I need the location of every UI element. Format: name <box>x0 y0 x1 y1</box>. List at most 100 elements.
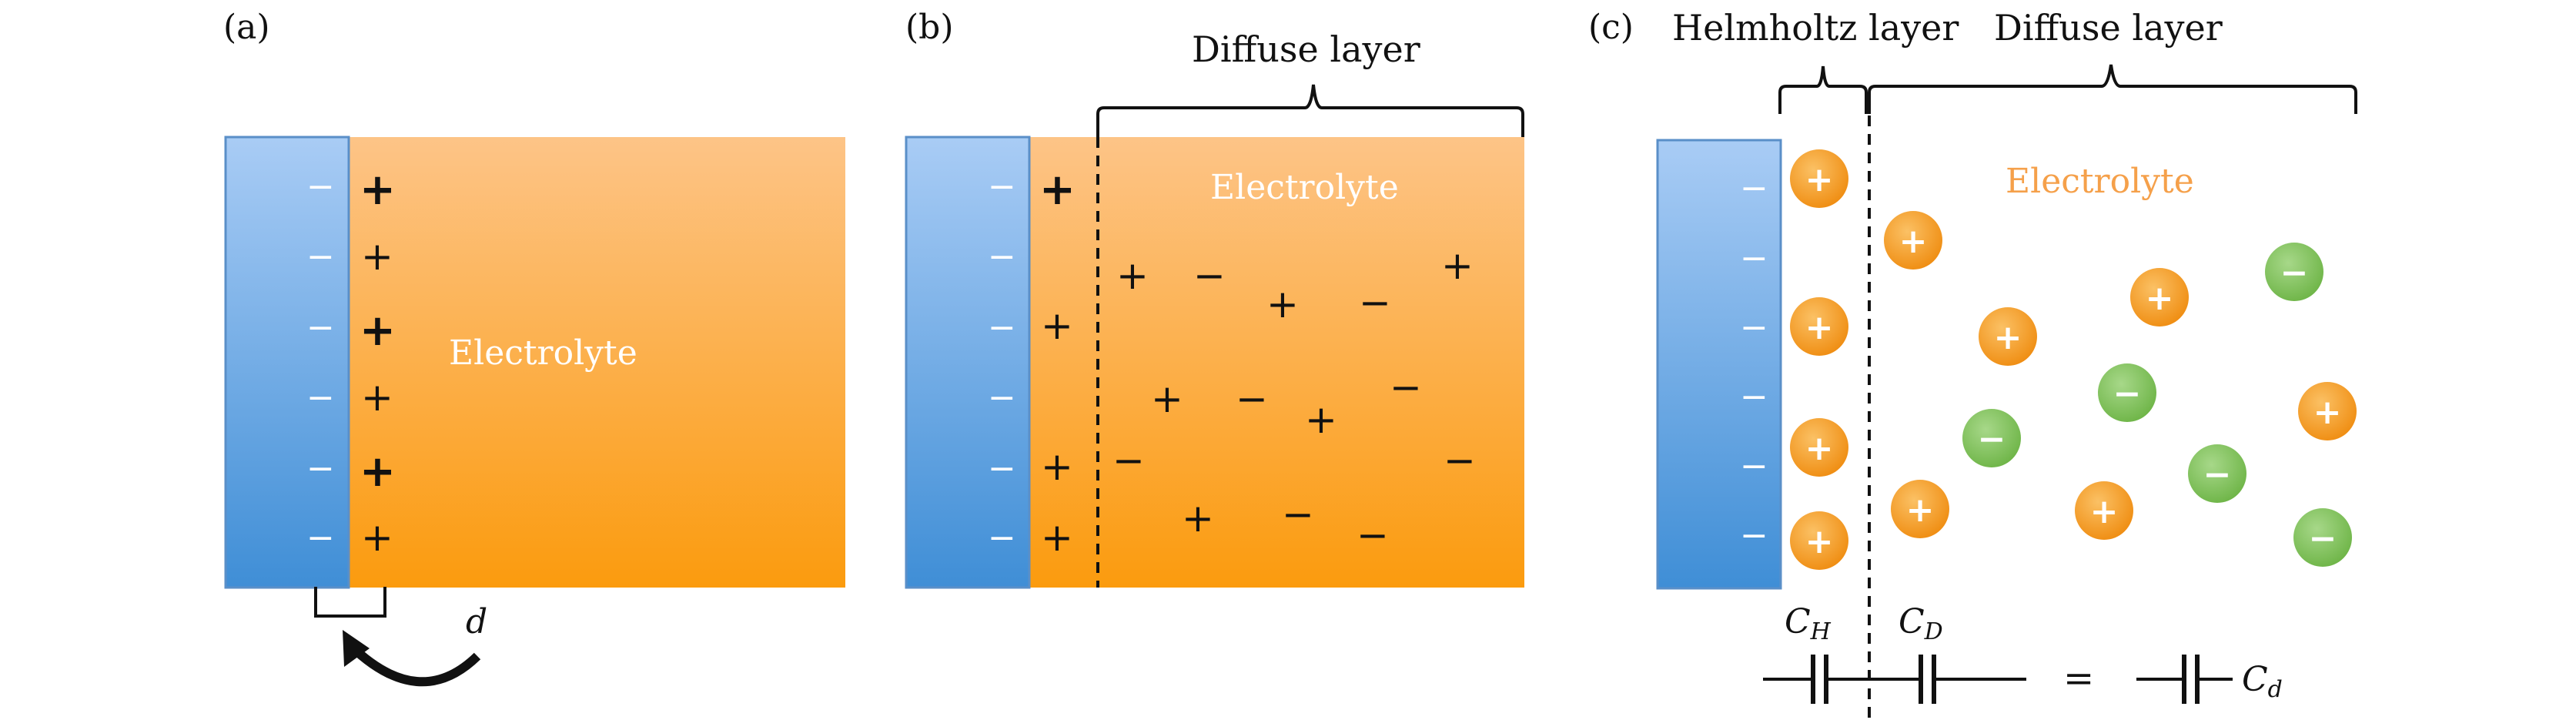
electrode-minus: − <box>988 449 1016 488</box>
electrode <box>1656 139 1782 590</box>
electrode-minus: − <box>988 378 1016 417</box>
electrolyte-label: Electrolyte <box>1210 168 1399 207</box>
electrode-minus: − <box>306 167 335 206</box>
cation-ion: + <box>1790 297 1848 356</box>
distance-bracket <box>314 587 386 618</box>
anion-minus: − <box>1357 513 1389 558</box>
helmholtz-layer-brace <box>1778 65 1868 114</box>
cation-plus: + <box>1441 243 1474 288</box>
cation-ion: + <box>1979 307 2037 366</box>
counter-ions-a: + + + + + + <box>360 165 396 560</box>
cation-plus: + <box>1182 496 1214 541</box>
electrode-charges-b: − − − − − − <box>988 167 1016 558</box>
electrolyte-region <box>349 137 845 588</box>
panel-b-label: (b) <box>905 8 954 47</box>
cation-plus: + <box>1994 318 2022 357</box>
electrode-charges-a: − − − − − − <box>306 167 335 558</box>
panel-a: (a) Electrolyte − − − − − − + + + + + + … <box>223 8 845 687</box>
electrode-minus: − <box>1740 377 1768 417</box>
anion-ion: − <box>2265 243 2323 301</box>
anion-minus: − <box>1390 365 1422 410</box>
distance-symbol: d <box>466 602 487 641</box>
ch-label: CH <box>1785 602 1832 645</box>
cation-plus: + <box>1041 444 1073 489</box>
cation-plus: + <box>360 447 396 497</box>
cation-plus: + <box>1805 308 1834 347</box>
cation-ion: + <box>2298 382 2357 440</box>
diffuse-layer-label: Diffuse layer <box>1994 7 2223 49</box>
counter-ions-b: + + + + <box>1039 165 1076 560</box>
electrolyte-label: Electrolyte <box>449 333 637 373</box>
electrode-minus: − <box>306 308 335 347</box>
electrode-minus: − <box>988 167 1016 206</box>
cd-label: CD <box>1899 602 1943 645</box>
cation-plus: + <box>1041 515 1073 560</box>
cation-plus: + <box>1805 522 1834 561</box>
cation-plus: + <box>1116 253 1149 298</box>
electrode <box>905 136 1031 589</box>
cation-plus: + <box>361 515 393 560</box>
cation-ion: + <box>1790 418 1848 477</box>
cations-c: + + + + + + + <box>1790 149 2357 570</box>
electrode-minus: − <box>1740 169 1768 208</box>
c-total-label: Cd <box>2242 660 2283 703</box>
electrolyte-label: Electrolyte <box>2006 162 2194 201</box>
cation-plus: + <box>1906 491 1935 530</box>
anion-minus: − <box>1444 438 1476 483</box>
helmholtz-layer-label: Helmholtz layer <box>1672 7 1959 49</box>
cation-plus: + <box>2146 279 2174 318</box>
anion-minus: − <box>2280 253 2309 293</box>
cation-plus: + <box>360 165 396 215</box>
electrode-minus: − <box>306 518 335 558</box>
equivalent-circuit: CH CD = Cd <box>1763 602 2283 704</box>
cation-plus: + <box>1039 165 1076 215</box>
cation-plus: + <box>1805 160 1834 199</box>
diffuse-layer-label: Diffuse layer <box>1192 28 1420 70</box>
cation-plus: + <box>2090 492 2119 531</box>
curved-arrow <box>346 641 481 687</box>
diffuse-layer-brace <box>1868 64 2357 114</box>
cation-ion: + <box>2130 268 2189 327</box>
electrode <box>224 136 350 589</box>
cation-ion: + <box>1790 149 1848 208</box>
cation-ion: + <box>2075 481 2133 540</box>
electrode-minus: − <box>988 518 1016 558</box>
anion-minus: − <box>1978 420 2006 459</box>
electrode-minus: − <box>306 378 335 417</box>
electrode-charges-c: − − − − − − <box>1740 169 1768 555</box>
cation-plus: + <box>361 234 393 279</box>
cation-plus: + <box>1805 429 1834 468</box>
anion-minus: − <box>1359 280 1391 325</box>
panel-c-label: (c) <box>1588 8 1634 47</box>
cation-ion: + <box>1790 511 1848 570</box>
panel-a-label: (a) <box>223 8 270 47</box>
panel-b: (b) Diffuse layer Electrolyte − − − − − … <box>905 8 1524 589</box>
electrode-minus: − <box>1740 447 1768 486</box>
cation-plus: + <box>1151 377 1183 421</box>
anion-minus: − <box>1193 253 1226 298</box>
diffuse-layer-brace <box>1096 84 1524 137</box>
diffuse-ions-b: + − + − + + − + − − − + − − <box>1112 243 1476 558</box>
anion-ion: − <box>1962 409 2021 467</box>
cation-plus: + <box>361 375 393 420</box>
cation-plus: + <box>1041 303 1073 348</box>
cation-plus: + <box>360 306 396 356</box>
anion-ion: − <box>2293 508 2352 567</box>
electrolyte-region <box>1029 137 1524 588</box>
anion-minus: − <box>1112 438 1145 483</box>
electrode-minus: − <box>988 237 1016 276</box>
cation-plus: + <box>1305 397 1337 442</box>
electrode-minus: − <box>306 449 335 488</box>
electrode-minus: − <box>1740 308 1768 347</box>
anion-minus: − <box>2113 374 2142 414</box>
arrow-head-icon <box>343 630 370 667</box>
cation-plus: + <box>1899 222 1928 261</box>
electrode-minus: − <box>1740 239 1768 278</box>
electrode-minus: − <box>306 237 335 276</box>
anion-minus: − <box>1236 377 1268 421</box>
anion-minus: − <box>2309 519 2337 558</box>
cation-ion: + <box>1884 211 1942 270</box>
electrode-minus: − <box>1740 516 1768 555</box>
anion-minus: − <box>2203 455 2232 494</box>
